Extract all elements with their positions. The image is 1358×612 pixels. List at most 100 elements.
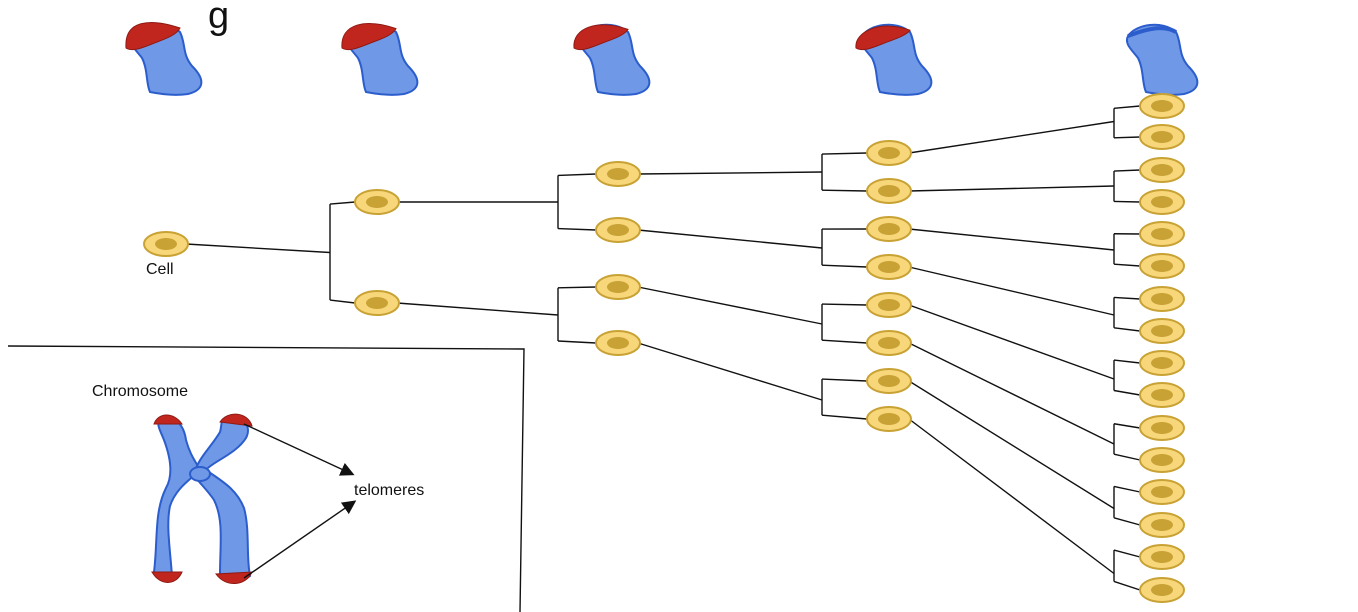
cell-nucleus [878, 185, 900, 197]
lineage-link [557, 286, 597, 289]
cell-nucleus [1151, 325, 1173, 337]
cell-nucleus [1151, 389, 1173, 401]
cell [866, 368, 912, 394]
telomere-cap [573, 24, 629, 51]
inset-frame [7, 345, 525, 612]
cell [1139, 577, 1185, 603]
lineage-link [557, 173, 597, 177]
cell-nucleus [1151, 486, 1173, 498]
cell [1139, 415, 1185, 441]
lineage-link [821, 378, 868, 382]
cell-nucleus [878, 223, 900, 235]
cell-nucleus [1151, 100, 1173, 112]
cell-nucleus [1151, 357, 1173, 369]
cell-nucleus [1151, 422, 1173, 434]
cell [1139, 286, 1185, 312]
cell [866, 140, 912, 166]
cell [595, 217, 641, 243]
chromosome-end [341, 23, 419, 96]
telomere-cap [341, 23, 397, 51]
chromosome-end [855, 23, 933, 96]
cell [1139, 253, 1185, 279]
cell [1139, 350, 1185, 376]
cell [866, 178, 912, 204]
cell [866, 406, 912, 432]
lineage-link [908, 228, 1115, 251]
cell-nucleus [878, 337, 900, 349]
cell-nucleus [878, 261, 900, 273]
telomere-shortening-row [125, 22, 1199, 96]
cell [1139, 221, 1185, 247]
cell [866, 292, 912, 318]
lineage-link [821, 264, 868, 268]
lineage-link [908, 380, 1115, 510]
chromosome-end [573, 23, 651, 96]
cell [866, 216, 912, 242]
centromere [189, 466, 211, 482]
cell-nucleus [878, 375, 900, 387]
lineage-link [908, 342, 1115, 445]
cell-nucleus [1151, 196, 1173, 208]
left-chromatid [152, 417, 202, 581]
lineage-link [908, 304, 1115, 380]
chromosome-inset: Chromosome telomeres [7, 345, 525, 612]
cell [1139, 124, 1185, 150]
cell-nucleus [1151, 131, 1173, 143]
cell-nucleus [878, 413, 900, 425]
cell-nucleus [1151, 293, 1173, 305]
lineage-link [908, 418, 1115, 575]
lineage-link [1113, 327, 1141, 332]
telomere-cap [855, 25, 911, 51]
lineage-link [557, 340, 597, 344]
lineage-link [637, 171, 823, 175]
cell [1139, 189, 1185, 215]
lineage-link [637, 286, 823, 325]
lineage-link [1113, 517, 1141, 526]
arrow-to-top-telomere [243, 423, 355, 476]
cell [1139, 318, 1185, 344]
right-chromatid [192, 416, 252, 582]
cell [1139, 512, 1185, 538]
cell [1139, 157, 1185, 183]
cell-label: Cell [146, 261, 174, 278]
cell [1139, 544, 1185, 570]
lineage-link [637, 342, 823, 401]
lineage-link [821, 303, 868, 306]
lineage-link [1113, 485, 1141, 493]
lineage-link [908, 266, 1115, 316]
lineage-link [1113, 169, 1141, 172]
cell-nucleus [1151, 551, 1173, 563]
cell [143, 231, 189, 257]
cell-nucleus [366, 297, 388, 309]
lineage-link [557, 227, 597, 231]
cell-nucleus [366, 196, 388, 208]
cell-nucleus [1151, 164, 1173, 176]
lineage-link [185, 243, 331, 254]
arrow-to-bottom-telomere [243, 500, 357, 579]
telomere-bottom-left [151, 571, 183, 583]
lineage-link [1113, 105, 1141, 110]
cell [866, 330, 912, 356]
lineage-link [1113, 580, 1141, 591]
cell [595, 161, 641, 187]
cell-nucleus [878, 147, 900, 159]
cell [1139, 447, 1185, 473]
cell [1139, 93, 1185, 119]
lineage-link [329, 299, 356, 304]
chromosome-label: Chromosome [92, 383, 188, 400]
lineage-link [1113, 453, 1141, 461]
cell-nucleus [607, 337, 629, 349]
lineage-link [1113, 423, 1141, 429]
cell-nucleus [607, 281, 629, 293]
telomeres-label: telomeres [354, 482, 424, 499]
lineage-link [1113, 389, 1141, 396]
lineage-link [1113, 549, 1141, 558]
lineage-link [637, 229, 823, 249]
telomere-cap-depleted [1127, 26, 1177, 38]
cell [595, 274, 641, 300]
lineage-link [821, 339, 868, 344]
chromatid-end [1126, 23, 1199, 96]
lineage-link [908, 185, 1115, 192]
cell [866, 254, 912, 280]
